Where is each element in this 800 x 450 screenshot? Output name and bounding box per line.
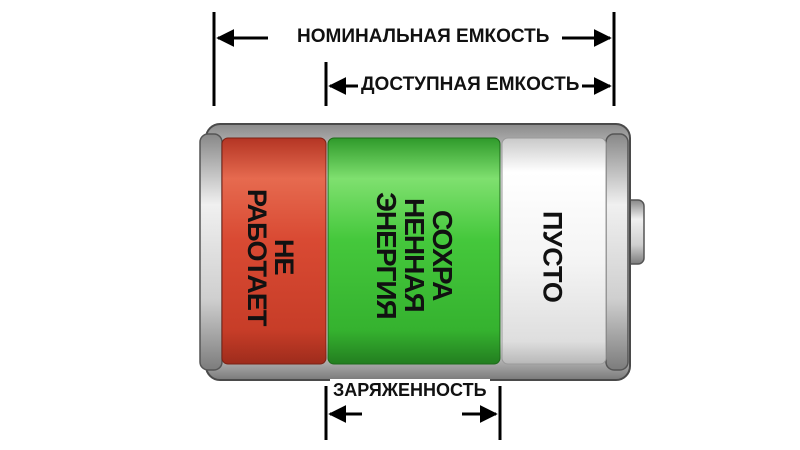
- stored-segment: [327, 137, 501, 365]
- dead-segment-label: Не работает: [242, 188, 299, 326]
- stored-segment-label: Сохра ненная энергия: [371, 191, 458, 319]
- battery-left-cap: [199, 133, 223, 371]
- nominal-capacity-label: Номинальная емкость: [294, 26, 553, 48]
- battery-right-cap: [605, 133, 629, 371]
- empty-segment-label: Пусто: [537, 211, 568, 303]
- available-capacity-label: Доступная емкость: [358, 74, 583, 96]
- state-of-charge-label: Заряженность: [330, 379, 490, 401]
- empty-segment: [501, 137, 607, 365]
- dead-segment: [221, 137, 327, 365]
